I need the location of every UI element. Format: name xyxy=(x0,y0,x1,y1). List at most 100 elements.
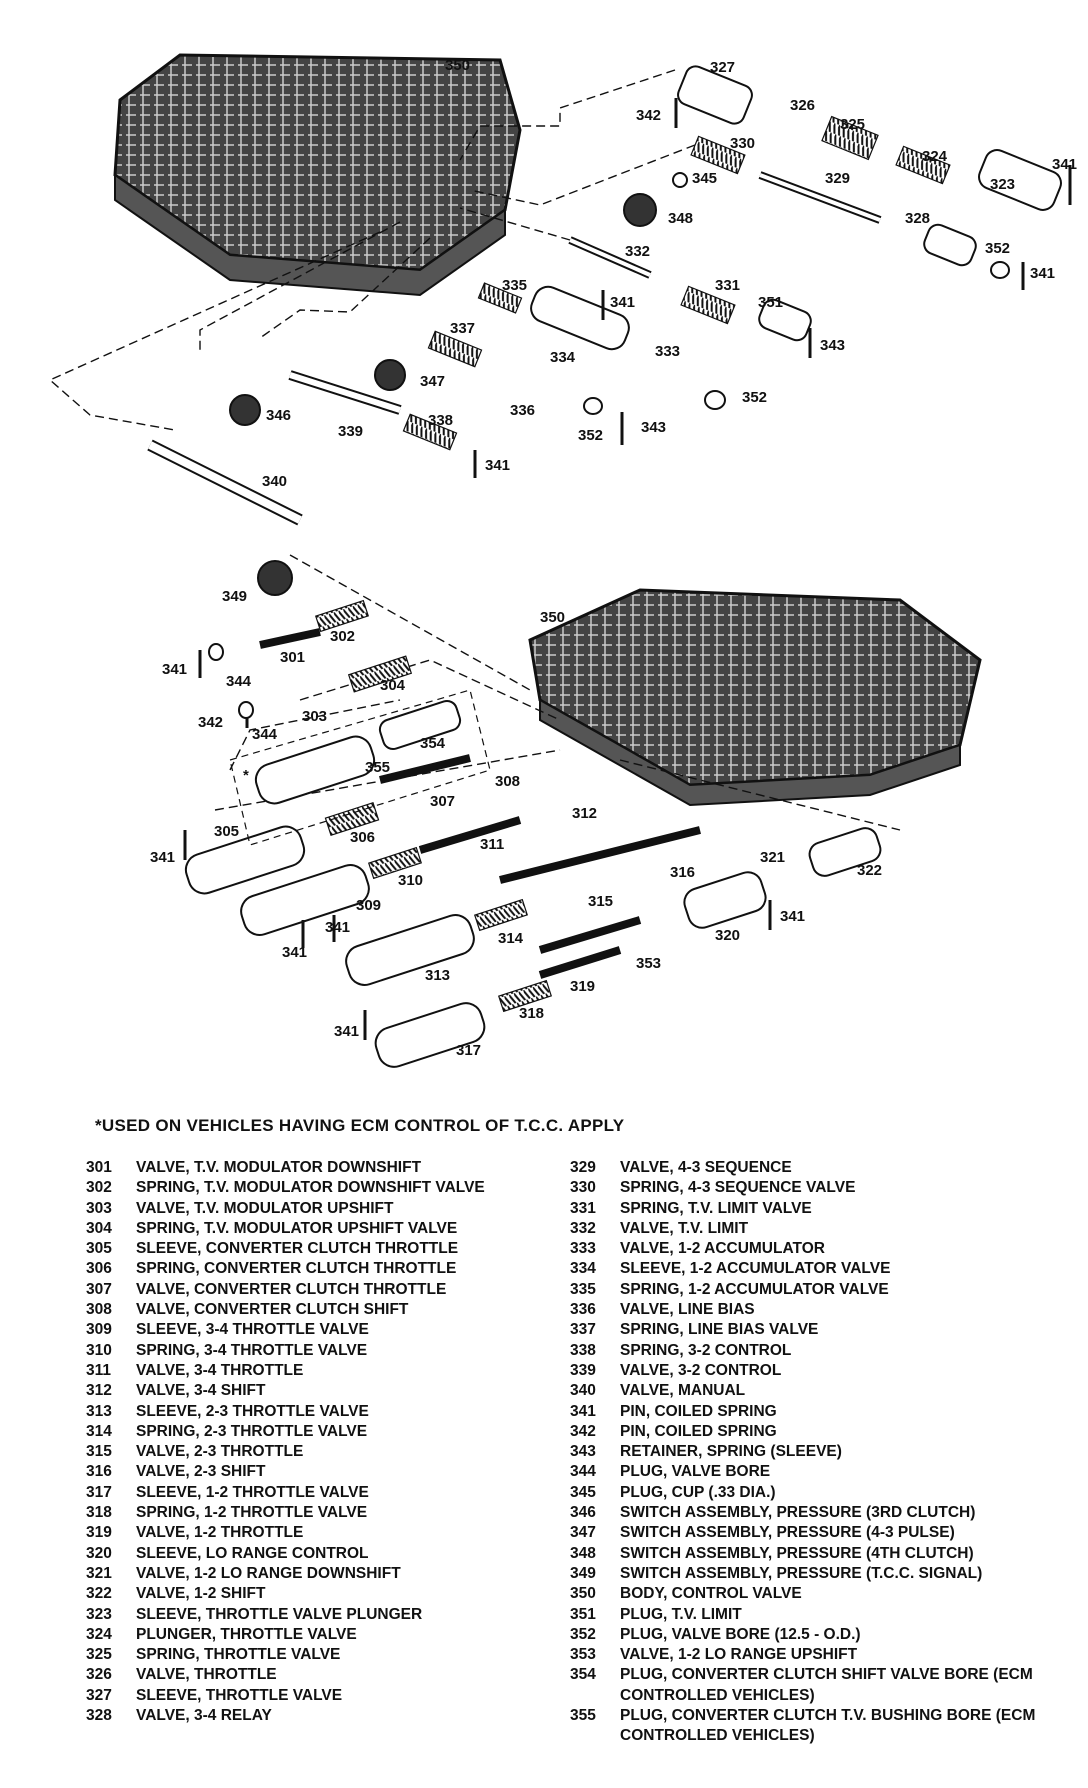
part-number: 343 xyxy=(570,1443,596,1461)
part-number: 320 xyxy=(86,1544,112,1562)
part-description: SPRING, THROTTLE VALVE xyxy=(136,1646,341,1664)
part-description: SWITCH ASSEMBLY, PRESSURE (T.C.C. SIGNAL… xyxy=(620,1564,983,1582)
part-number: 344 xyxy=(570,1463,596,1481)
part-number: 316 xyxy=(86,1463,112,1481)
part-number: 317 xyxy=(86,1483,112,1501)
legend-row: 349 SWITCH ASSEMBLY, PRESSURE (T.C.C. SIG… xyxy=(570,1564,1075,1584)
callout-350-lower: 350 xyxy=(540,609,565,626)
ecm-parts-box xyxy=(229,689,491,846)
callout-355: 355 xyxy=(365,759,390,776)
part-description: VALVE, T.V. MODULATOR DOWNSHIFT xyxy=(136,1159,422,1176)
callout-343-a: 343 xyxy=(820,337,845,354)
callout-341-g: 341 xyxy=(780,908,805,925)
part-description: VALVE, 3-4 RELAY xyxy=(136,1707,272,1725)
callout-311: 311 xyxy=(480,836,504,853)
part-number: 303 xyxy=(86,1199,112,1217)
part-description: VALVE, THROTTLE xyxy=(136,1666,277,1684)
part-number: 319 xyxy=(86,1524,112,1542)
part-number: 322 xyxy=(86,1585,112,1603)
callout-317: 317 xyxy=(456,1042,481,1059)
part-number: 318 xyxy=(86,1504,112,1522)
legend-row: 318 SPRING, 1-2 THROTTLE VALVE xyxy=(86,1503,556,1523)
callout-341-i: 341 xyxy=(282,944,307,961)
part-description: PLUG, CONVERTER CLUTCH T.V. BUSHING BORE… xyxy=(620,1707,1036,1745)
callout-327: 327 xyxy=(710,59,735,76)
part-description: VALVE, 1-2 ACCUMULATOR xyxy=(620,1240,825,1258)
callout-320: 320 xyxy=(715,927,740,944)
callout-341-h: 341 xyxy=(325,919,350,936)
callout-341-j: 341 xyxy=(334,1023,359,1040)
legend-row: 303 VALVE, T.V. MODULATOR UPSHIFT xyxy=(86,1199,556,1219)
part-description: SLEEVE, 1-2 ACCUMULATOR VALVE xyxy=(620,1260,891,1278)
callout-307: 307 xyxy=(430,793,455,810)
legend-row: 350 BODY, CONTROL VALVE xyxy=(570,1584,1075,1604)
callout-334: 334 xyxy=(550,349,576,366)
callout-341-a: 341 xyxy=(1052,156,1077,173)
callout-343-b: 343 xyxy=(641,419,666,436)
part-description: VALVE, LINE BIAS xyxy=(620,1301,755,1319)
sleeves-plugs xyxy=(184,65,1062,1068)
part-number: 307 xyxy=(86,1280,112,1298)
part-number: 311 xyxy=(86,1361,112,1379)
bore-plugs xyxy=(208,172,1010,719)
part-description: SPRING, T.V. LIMIT VALVE xyxy=(620,1199,812,1217)
callout-352-b: 352 xyxy=(742,389,767,406)
callout-318: 318 xyxy=(519,1005,544,1022)
callout-352-a: 352 xyxy=(985,240,1010,257)
callout-304: 304 xyxy=(380,677,406,694)
part-number: 312 xyxy=(86,1382,112,1400)
callout-331: 331 xyxy=(715,277,740,294)
part-number: 349 xyxy=(570,1564,596,1582)
callout-329: 329 xyxy=(825,170,850,187)
callout-336: 336 xyxy=(510,402,535,419)
part-description: SPRING, 1-2 ACCUMULATOR VALVE xyxy=(620,1280,889,1298)
part-number: 315 xyxy=(86,1443,112,1461)
callout-301: 301 xyxy=(280,649,305,666)
part-number: 304 xyxy=(86,1219,112,1237)
part-number: 331 xyxy=(570,1199,596,1217)
callout-asterisk: * xyxy=(243,767,249,784)
part-description: PLUG, CUP (.33 DIA.) xyxy=(620,1483,776,1501)
part-description: SWITCH ASSEMBLY, PRESSURE (3RD CLUTCH) xyxy=(620,1504,976,1522)
callout-328: 328 xyxy=(905,210,930,227)
part-number: 353 xyxy=(570,1646,596,1664)
callout-348: 348 xyxy=(668,210,693,227)
part-number: 338 xyxy=(570,1341,596,1359)
callout-321: 321 xyxy=(760,849,785,866)
part-number: 350 xyxy=(570,1585,596,1603)
callout-316: 316 xyxy=(670,864,695,881)
part-number: 328 xyxy=(86,1707,112,1725)
callout-306: 306 xyxy=(350,829,375,846)
part-number: 352 xyxy=(570,1625,596,1643)
part-description: SPRING, CONVERTER CLUTCH THROTTLE xyxy=(136,1260,457,1278)
part-description: BODY, CONTROL VALVE xyxy=(620,1585,802,1603)
part-description: VALVE, T.V. MODULATOR UPSHIFT xyxy=(136,1199,394,1217)
part-description: SPRING, 1-2 THROTTLE VALVE xyxy=(136,1504,368,1522)
part-number: 339 xyxy=(570,1361,596,1379)
pressure-switches xyxy=(229,193,657,596)
part-description: VALVE, CONVERTER CLUTCH THROTTLE xyxy=(136,1280,447,1298)
part-number: 332 xyxy=(570,1219,596,1237)
part-description: PLUNGER, THROTTLE VALVE xyxy=(136,1625,357,1643)
